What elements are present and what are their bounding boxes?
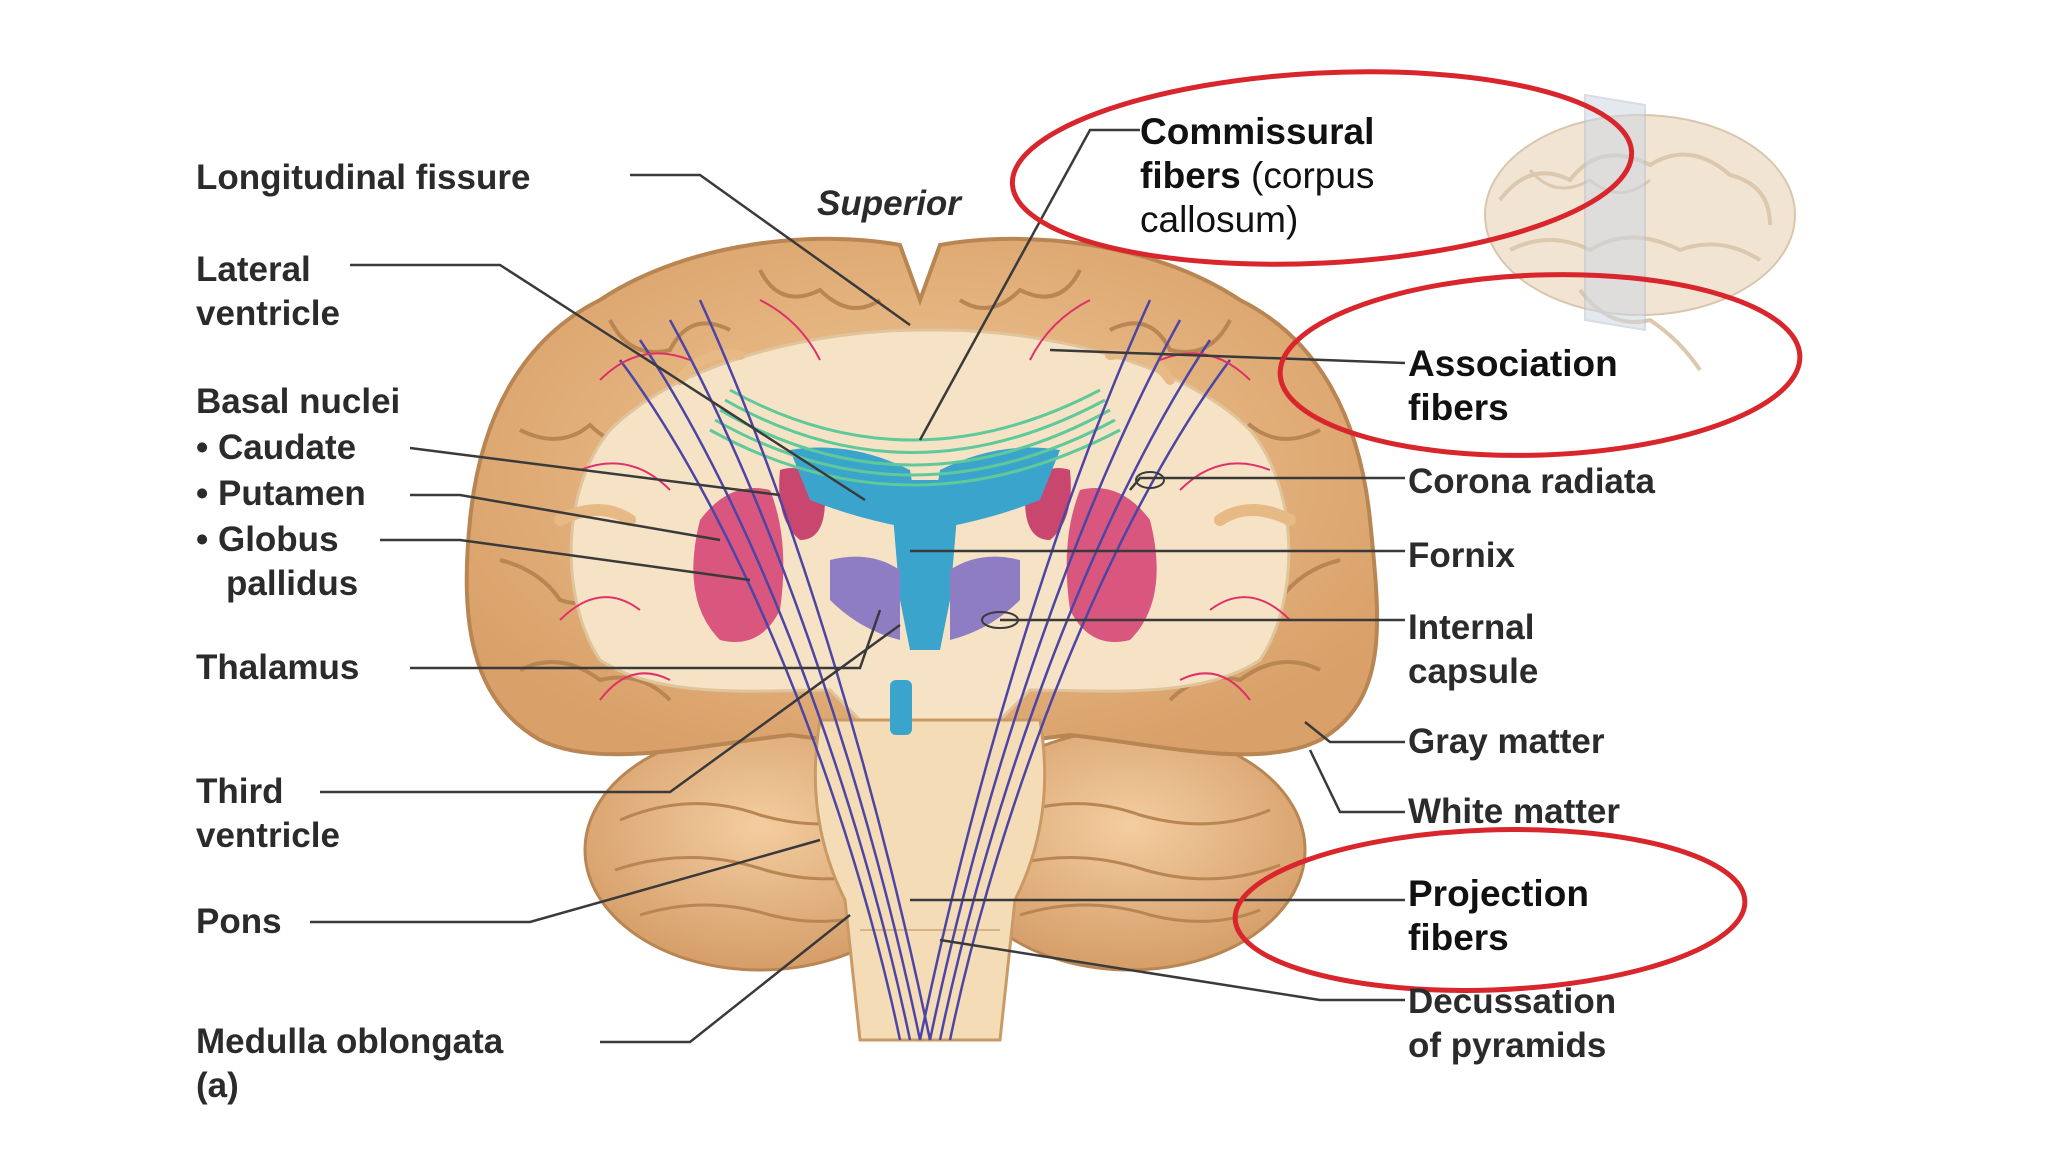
- internal-capsule-marker: [981, 611, 1019, 629]
- label-longitudinal-fissure: Longitudinal fissure: [196, 158, 531, 197]
- projection-fibers: [618, 299, 1232, 1041]
- commissural-fibers: [709, 388, 1121, 487]
- label-thalamus: Thalamus: [196, 648, 360, 687]
- association-fibers: [559, 299, 1291, 701]
- label-white-matter: White matter: [1408, 792, 1620, 831]
- label-fornix: Fornix: [1408, 536, 1515, 575]
- label-medulla-oblongata: Medulla oblongata: [196, 1022, 504, 1061]
- association-fibers-callout: [1277, 272, 1803, 458]
- label-third-ventricle: Third ventricle: [196, 772, 340, 855]
- label-globus-pallidus: • Globus pallidus: [196, 520, 359, 603]
- label-decussation-of-pyramids: Decussation of pyramids: [1408, 982, 1617, 1065]
- label-putamen: • Putamen: [196, 474, 366, 513]
- basal-nuclei: [693, 468, 1157, 642]
- label-projection-fibers: Projection fibers: [1408, 873, 1589, 958]
- callout-ellipses: [1009, 69, 1803, 993]
- commissural-fibers-callout: [1009, 69, 1635, 267]
- label-panel-a: (a): [196, 1066, 239, 1105]
- label-lateral-ventricle: Lateral ventricle: [196, 250, 340, 333]
- inset-brain-orientation: [1484, 93, 1796, 372]
- label-association-fibers: Association fibers: [1408, 343, 1618, 428]
- label-pons: Pons: [196, 902, 282, 941]
- label-internal-capsule: Internal capsule: [1408, 608, 1539, 691]
- label-gray-matter: Gray matter: [1408, 722, 1605, 761]
- label-corona-radiata: Corona radiata: [1408, 462, 1655, 501]
- label-basal-nuclei: Basal nuclei: [196, 382, 401, 421]
- projection-fibers-callout: [1232, 827, 1748, 993]
- label-commissural-fibers: Commissural fibers (corpus callosum): [1140, 111, 1375, 240]
- label-superior: Superior: [817, 184, 961, 223]
- label-caudate: • Caudate: [196, 428, 357, 467]
- leader-lines: [310, 128, 1406, 1044]
- corona-radiata-marker: [1135, 471, 1165, 489]
